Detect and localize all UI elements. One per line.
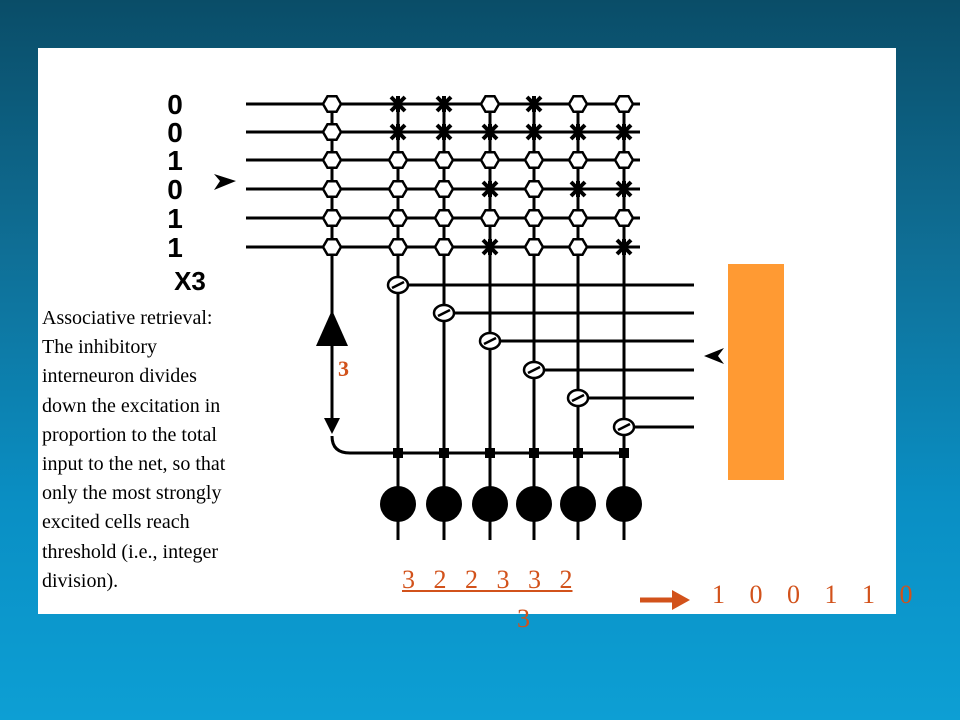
input-bit: 0 (167, 117, 183, 148)
modified-synapse (569, 123, 587, 141)
inhibitory-synapse (573, 448, 583, 458)
modified-synapse (435, 123, 453, 141)
recall-synapse (478, 331, 502, 351)
inhibitory-synapse (529, 448, 539, 458)
modified-synapse (435, 95, 453, 113)
open-synapse (433, 208, 455, 228)
input-bit: 0 (167, 174, 183, 205)
cell-body (472, 486, 508, 522)
recall-synapse (566, 388, 590, 408)
open-synapse (567, 94, 589, 114)
recall-synapse (386, 275, 410, 295)
cell-body (516, 486, 552, 522)
inhibitory-synapse (393, 448, 403, 458)
modified-synapse (569, 180, 587, 198)
caption-line: excited cells reach (42, 511, 190, 534)
modified-synapse (615, 238, 633, 256)
open-synapse (321, 94, 343, 114)
open-synapse (387, 237, 409, 257)
caption-line: The inhibitory (42, 336, 157, 359)
input-bit: 1 (167, 145, 183, 176)
cell-body (426, 486, 462, 522)
inhibitory-synapse (439, 448, 449, 458)
output-pattern: 1 0 0 1 1 0 (712, 580, 913, 609)
open-synapse (387, 150, 409, 170)
caption-line: only the most strongly (42, 482, 222, 505)
open-synapse (387, 208, 409, 228)
modified-synapse (481, 238, 499, 256)
open-synapse (433, 150, 455, 170)
open-synapse (479, 208, 501, 228)
open-synapse (433, 237, 455, 257)
input-bit: 1 (167, 232, 183, 263)
caption-line: input to the net, so that (42, 453, 226, 476)
open-synapse (613, 208, 635, 228)
modified-synapse (525, 95, 543, 113)
open-synapse (321, 122, 343, 142)
modified-synapse (525, 123, 543, 141)
open-synapse (567, 208, 589, 228)
recall-synapse (432, 303, 456, 323)
cell-body (606, 486, 642, 522)
modified-synapse (615, 123, 633, 141)
open-synapse (613, 94, 635, 114)
dendrite-sums: 3 2 2 3 3 2 (402, 565, 573, 594)
recall-cue-bar (728, 264, 784, 480)
divisor-label: 3 (517, 604, 530, 633)
open-synapse (433, 179, 455, 199)
open-synapse (321, 179, 343, 199)
caption-line: division). (42, 569, 119, 592)
caption-line: down the excitation in (42, 394, 221, 417)
caption-line: proportion to the total (42, 423, 217, 446)
modified-synapse (389, 123, 407, 141)
open-synapse (321, 150, 343, 170)
open-synapse (523, 237, 545, 257)
input-label: X3 (174, 266, 206, 296)
input-bit: 0 (167, 89, 183, 120)
open-synapse (613, 150, 635, 170)
recall-arrow-icon (704, 348, 724, 364)
modified-synapse (481, 123, 499, 141)
caption-line: Associative retrieval: (42, 307, 213, 329)
input-bit: 1 (167, 203, 183, 234)
cell-body (380, 486, 416, 522)
open-synapse (479, 94, 501, 114)
caption-line: threshold (i.e., integer (42, 540, 219, 563)
open-synapse (479, 150, 501, 170)
open-synapse (523, 208, 545, 228)
open-synapse (387, 179, 409, 199)
inhibitory-synapse (619, 448, 629, 458)
inhibitory-synapse (485, 448, 495, 458)
open-synapse (523, 150, 545, 170)
open-synapse (321, 237, 343, 257)
modified-synapse (389, 95, 407, 113)
caption: Associative retrieval: The inhibitory in… (42, 304, 298, 596)
synapse-grid (214, 94, 724, 540)
caption-line: interneuron divides (42, 365, 197, 388)
inhibitory-line (330, 435, 628, 455)
modified-synapse (615, 180, 633, 198)
modified-synapse (481, 180, 499, 198)
recall-synapse (612, 417, 636, 437)
interneuron-arrow-icon (324, 418, 340, 434)
cell-body (560, 486, 596, 522)
open-synapse (523, 179, 545, 199)
open-synapse (567, 237, 589, 257)
input-arrow-icon (214, 174, 236, 190)
inhibitory-divisor-label: 3 (338, 356, 349, 381)
interneuron-triangle-icon (316, 310, 348, 346)
open-synapse (567, 150, 589, 170)
open-synapse (321, 208, 343, 228)
recall-synapse (522, 360, 546, 380)
